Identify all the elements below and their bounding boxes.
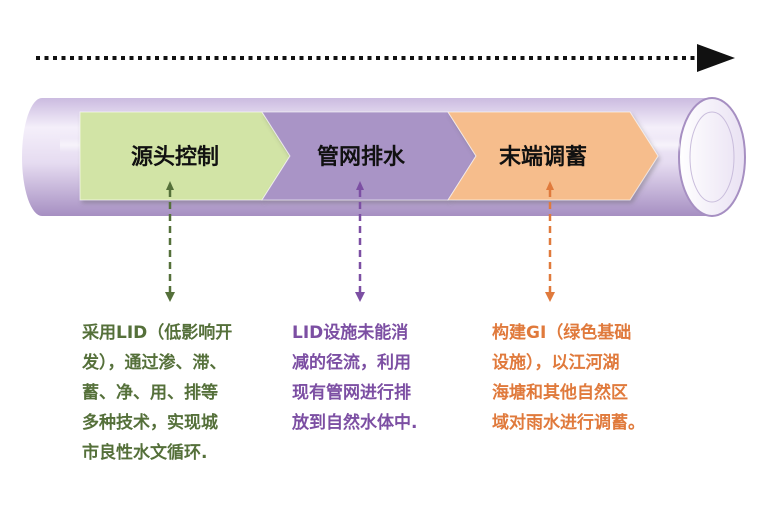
- flow-direction-arrow: [36, 44, 735, 72]
- stage-connectors: [165, 181, 555, 302]
- stage-label-source: 源头控制: [131, 144, 219, 170]
- stage-label-end: 末端调蓄: [499, 145, 587, 170]
- connector-pipe: [355, 181, 365, 302]
- connector-end: [545, 181, 555, 302]
- stage-description-source: 采用LID（低影响开 发），通过渗、滞、 蓄、净、用、排等 多种技术，实现城 市…: [82, 323, 233, 463]
- stage-description-end: 构建GI（绿色基础 设施），以江河湖 海塘和其他自然区 域对雨水进行调蓄。: [492, 323, 645, 433]
- stage-label-pipe: 管网排水: [317, 144, 406, 170]
- stage-description-pipe: LID设施未能消 减的径流，利用 现有管网进行排 放到自然水体中.: [292, 323, 418, 433]
- stage-chevrons: [79, 111, 659, 201]
- stage-chevron-end: [447, 111, 659, 201]
- connector-source: [165, 181, 175, 302]
